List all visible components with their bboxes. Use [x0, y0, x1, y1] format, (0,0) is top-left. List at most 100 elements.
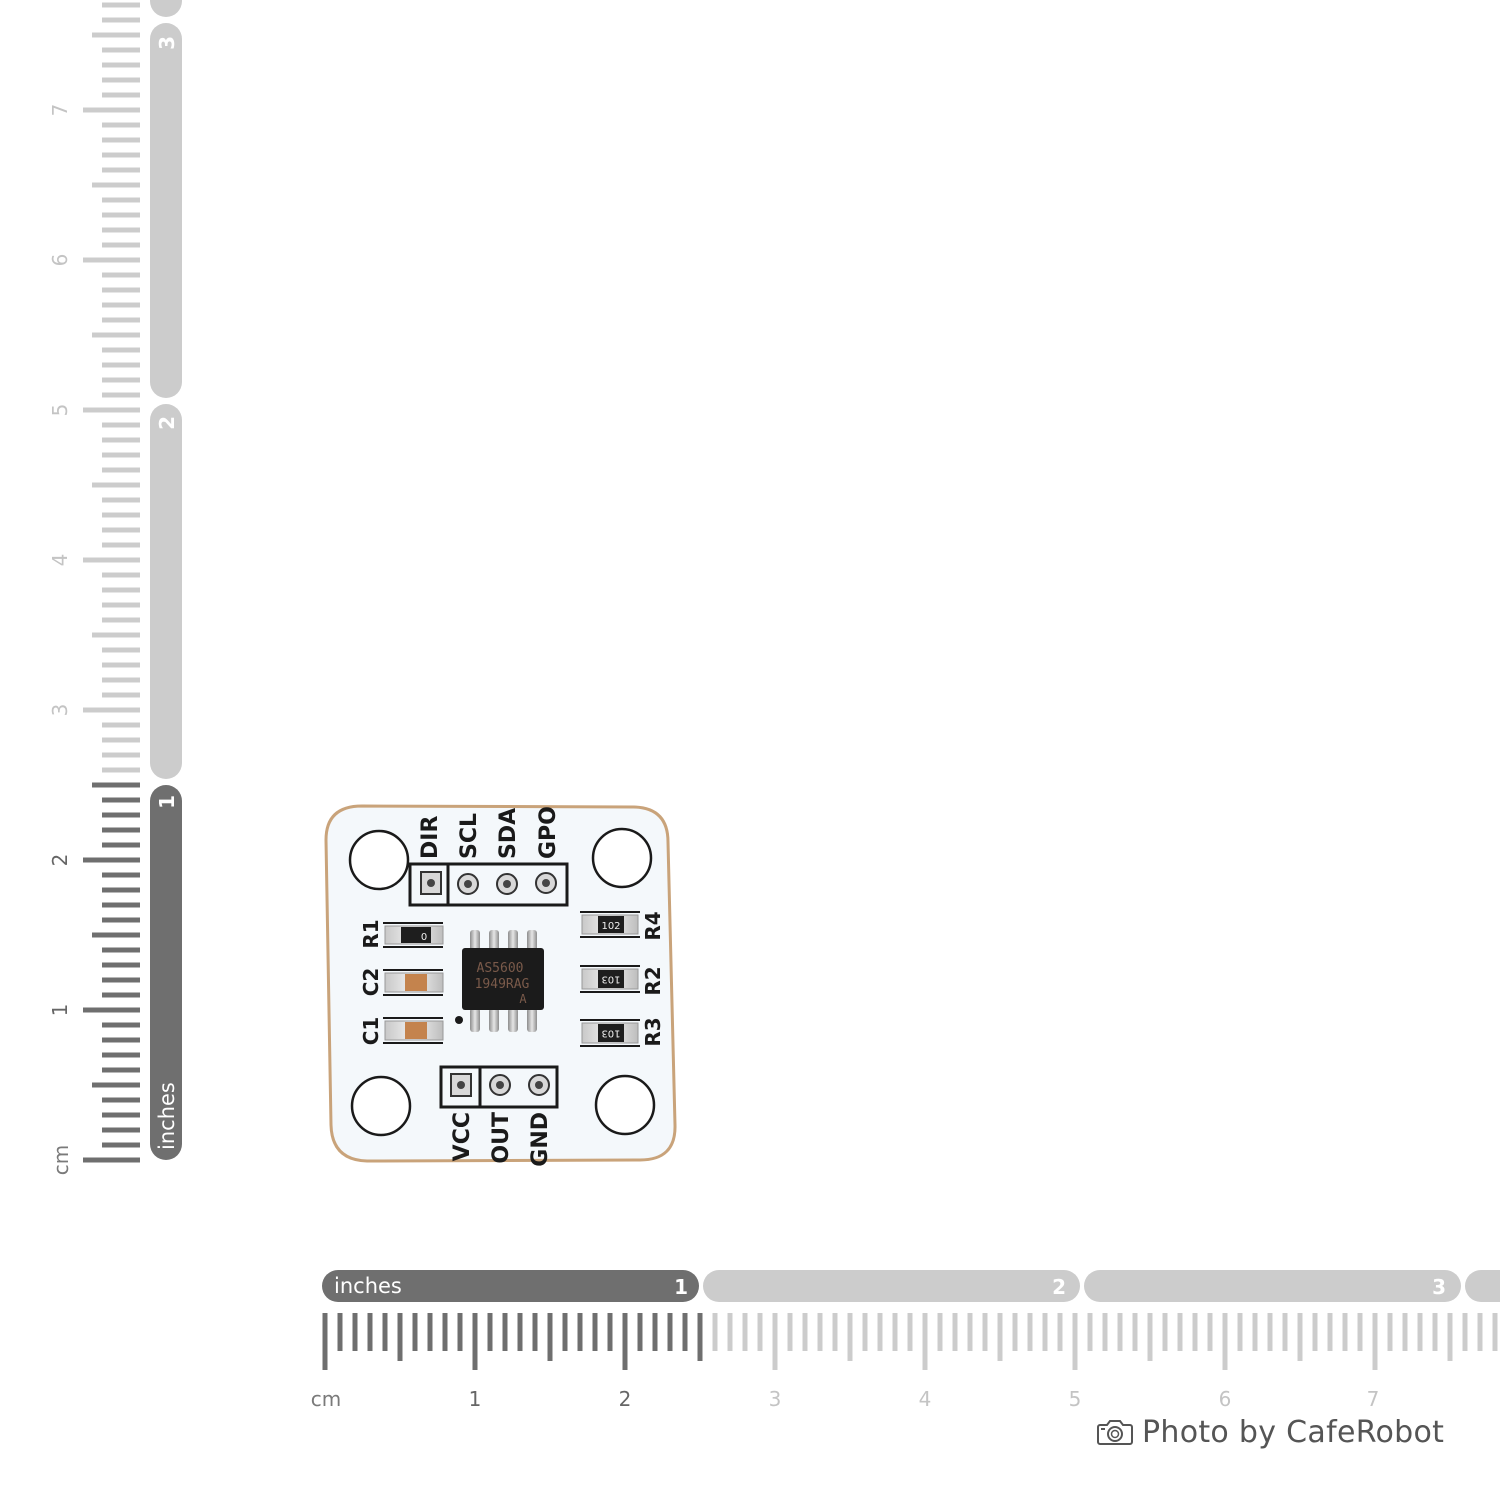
- ruler-tick: [102, 17, 140, 23]
- horizontal-cm-label-7: 7: [1367, 1387, 1380, 1411]
- ruler-tick: [102, 677, 140, 683]
- mounting-hole: [591, 827, 653, 889]
- pin-label-gnd: GND: [528, 1112, 553, 1167]
- vertical-cm-label-7: 7: [48, 104, 72, 117]
- ruler-tick: [102, 377, 140, 383]
- pin-label-vcc: VCC: [450, 1112, 475, 1161]
- label-r4: R4: [641, 911, 665, 940]
- pin-label-scl: SCL: [457, 813, 482, 859]
- vertical-inch-unit-label: inches: [155, 1082, 179, 1150]
- ruler-tick: [1357, 1313, 1363, 1351]
- ruler-tick: [102, 47, 140, 53]
- ruler-tick: [712, 1313, 718, 1351]
- ruler-tick: [322, 1313, 328, 1370]
- label-r3: R3: [641, 1017, 665, 1046]
- ruler-tick: [92, 632, 140, 638]
- ruler-tick: [83, 1007, 140, 1013]
- ruler-tick: [442, 1313, 448, 1351]
- ruler-tick: [742, 1313, 748, 1351]
- label-c2: C2: [359, 968, 383, 997]
- pin-label-out: OUT: [489, 1112, 514, 1164]
- ruler-tick: [102, 827, 140, 833]
- ruler-tick: [92, 1082, 140, 1088]
- ruler-tick: [877, 1313, 883, 1351]
- ruler-tick: [502, 1313, 508, 1351]
- ruler-tick: [772, 1313, 778, 1370]
- ruler-tick: [727, 1313, 733, 1351]
- ruler-tick: [517, 1313, 523, 1351]
- ruler-tick: [102, 137, 140, 143]
- ruler-tick: [83, 857, 140, 863]
- ruler-tick: [102, 1037, 140, 1043]
- vertical-cm-ticks: [83, 2, 140, 1163]
- ruler-tick: [92, 182, 140, 188]
- horizontal-cm-label-4: 4: [919, 1387, 932, 1411]
- ruler-tick: [1222, 1313, 1228, 1370]
- bottom-pin-header: VCC OUT GND: [439, 1065, 559, 1167]
- top-pin-header: DIR SCL SDA GPO: [408, 806, 569, 907]
- horizontal-inch-label-2: 2: [1052, 1275, 1066, 1299]
- horizontal-inch-label-1: 1: [674, 1275, 688, 1299]
- ruler-tick: [102, 212, 140, 218]
- ruler-tick: [102, 227, 140, 233]
- ruler-tick: [1207, 1313, 1213, 1351]
- vertical-cm-labels: 1 2 3 4 5 6 7: [48, 104, 72, 1017]
- ruler-tick: [102, 1112, 140, 1118]
- ruler-tick: [102, 77, 140, 83]
- mounting-hole: [594, 1074, 656, 1136]
- inch-bar: [150, 785, 182, 1160]
- ruler-tick: [382, 1313, 388, 1351]
- vertical-cm-label-4: 4: [48, 554, 72, 567]
- label-c1: C1: [359, 1017, 383, 1046]
- ruler-tick: [102, 62, 140, 68]
- ruler-tick: [1417, 1313, 1423, 1351]
- ruler-tick: [652, 1313, 658, 1351]
- ruler-tick: [102, 1067, 140, 1073]
- ruler-tick: [102, 452, 140, 458]
- chip-marking-line1: AS5600: [477, 961, 524, 976]
- ruler-tick: [102, 617, 140, 623]
- ruler-tick: [102, 317, 140, 323]
- resistor-r1: 0: [383, 922, 444, 948]
- ruler-tick: [1447, 1313, 1453, 1361]
- inch-bar: [322, 1270, 699, 1302]
- ruler-tick: [1072, 1313, 1078, 1370]
- ruler-tick: [83, 707, 140, 713]
- ruler-tick: [1402, 1313, 1408, 1351]
- ruler-tick: [102, 797, 140, 803]
- ruler-tick: [1462, 1313, 1468, 1351]
- inch-bar: [703, 1270, 1080, 1302]
- ruler-tick: [102, 812, 140, 818]
- ruler-tick: [1477, 1313, 1483, 1351]
- ruler-tick: [102, 437, 140, 443]
- ruler-tick: [592, 1313, 598, 1351]
- ruler-tick: [92, 32, 140, 38]
- ruler-tick: [1492, 1313, 1498, 1351]
- horizontal-cm-label-2: 2: [619, 1387, 632, 1411]
- ruler-tick: [472, 1313, 478, 1370]
- ruler-tick: [952, 1313, 958, 1351]
- ruler-tick: [102, 287, 140, 293]
- ruler-tick: [102, 737, 140, 743]
- ruler-tick: [1087, 1313, 1093, 1351]
- ruler-tick: [83, 107, 140, 113]
- horizontal-cm-label-1: 1: [469, 1387, 482, 1411]
- ruler-tick: [397, 1313, 403, 1361]
- ruler-tick: [102, 197, 140, 203]
- ruler-tick: [1282, 1313, 1288, 1351]
- ruler-tick: [982, 1313, 988, 1351]
- ruler-tick: [102, 647, 140, 653]
- vertical-inch-label-2: 2: [155, 416, 179, 430]
- horizontal-cm-ticks: [322, 1313, 1498, 1370]
- ruler-tick: [102, 947, 140, 953]
- ruler-tick: [102, 902, 140, 908]
- ruler-tick: [802, 1313, 808, 1351]
- ruler-tick: [1102, 1313, 1108, 1351]
- vertical-cm-label-3: 3: [48, 704, 72, 717]
- ruler-tick: [547, 1313, 553, 1361]
- ruler-tick: [1267, 1313, 1273, 1351]
- ruler-tick: [102, 362, 140, 368]
- ruler-tick: [102, 572, 140, 578]
- ruler-tick: [1297, 1313, 1303, 1361]
- ruler-tick: [102, 347, 140, 353]
